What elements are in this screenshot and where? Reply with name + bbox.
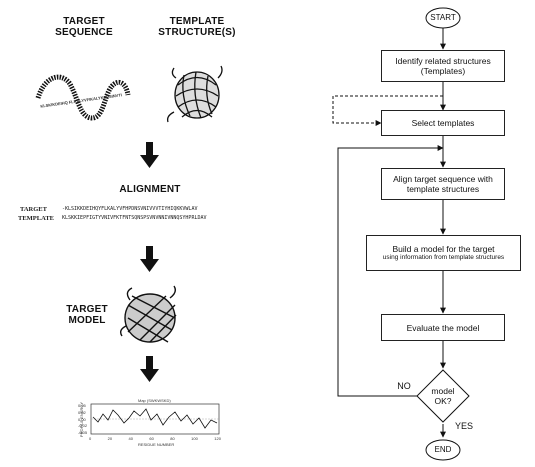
build-model-sublabel: using information from template structur… — [382, 254, 505, 261]
y-tick: 0.05 — [78, 403, 86, 408]
x-tick: 0 — [89, 436, 92, 441]
select-templates-label: Select templates — [411, 118, 475, 128]
left-arrows — [140, 142, 159, 382]
build-model-label: Build a model for the target — [392, 244, 495, 254]
start-label: START — [430, 13, 456, 22]
yes-label: YES — [454, 421, 473, 431]
evaluate-model-label: Evaluate the model — [406, 322, 480, 333]
end-oval — [425, 439, 461, 461]
align-sequence-box: Align target sequence with template stru… — [381, 168, 505, 200]
align-sequence-label: Align target sequence with template stru… — [393, 174, 493, 194]
alignment-target-seq: -KLSIKKDEIHQYFLKALYVFHPDNSVNIVVVTIYHIQKK… — [62, 206, 198, 212]
y-tick: 0.00 — [78, 416, 86, 422]
energy-profile-plot — [90, 403, 220, 435]
x-tick: 120 — [214, 436, 221, 441]
flowchart-connectors — [332, 28, 446, 438]
alignment-template-seq: KLSKKIEPFIGTYVNIVFKTFNTSQNSPSVNVNNIVNNQS… — [62, 215, 207, 221]
alignment-target-name: TARGET — [20, 206, 47, 213]
x-tick: 60 — [149, 436, 154, 441]
decision-diamond — [416, 369, 470, 423]
plot-x-ticks: 0 20 40 60 80 100 120 — [89, 436, 221, 441]
x-tick: 20 — [107, 436, 113, 441]
energy-profile-line — [92, 408, 218, 429]
identify-structures-box: Identify related structures (Templates) — [381, 50, 505, 82]
y-tick: -0.05 — [78, 430, 88, 435]
target-sequence-wave — [35, 74, 131, 121]
decision-label: model OK? — [431, 386, 455, 406]
plot-title: Map (SWKWSKD) — [138, 398, 171, 403]
target-sequence-label: TARGET SEQUENCE — [55, 16, 113, 38]
alignment-label: ALIGNMENT — [119, 184, 181, 195]
x-tick: 80 — [170, 436, 175, 441]
select-templates-box: Select templates — [381, 110, 505, 136]
target-model-icon — [119, 285, 177, 343]
plot-y-ticks: 0.05 0.02 0.00 -0.02 -0.05 — [78, 403, 87, 435]
build-model-box: Build a model for the target using infor… — [366, 235, 521, 271]
y-tick: 0.02 — [78, 409, 86, 415]
y-tick: -0.02 — [78, 423, 88, 429]
template-structures-label: TEMPLATE STRUCTURE(S) — [158, 16, 236, 38]
evaluate-model-box: Evaluate the model — [381, 314, 505, 341]
target-model-label: TARGET MODEL — [66, 304, 108, 326]
no-label: NO — [397, 381, 411, 391]
x-tick: 40 — [128, 436, 133, 441]
x-tick: 100 — [191, 436, 198, 441]
start-oval — [425, 7, 461, 29]
template-structure-icon — [166, 65, 223, 123]
alignment-template-name: TEMPLATE — [18, 215, 54, 222]
end-label: END — [434, 445, 452, 454]
plot-xlabel: RESIDUE NUMBER — [138, 442, 175, 447]
identify-structures-label: Identify related structures (Templates) — [395, 56, 491, 76]
